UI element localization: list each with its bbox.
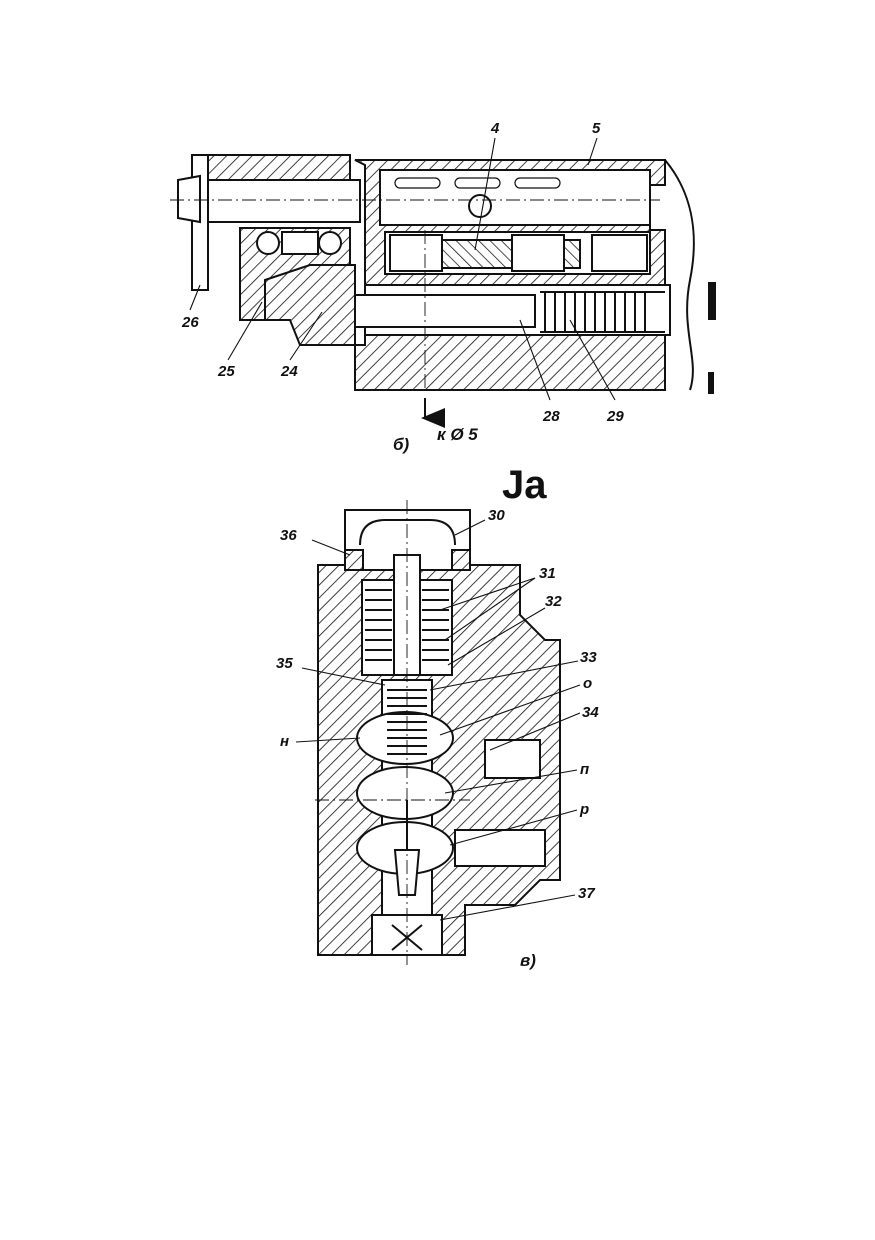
callout-24: 24 — [280, 363, 298, 380]
callout-29: 29 — [606, 408, 624, 425]
input-shaft — [199, 179, 361, 223]
callout-35: 35 — [276, 655, 293, 672]
callout-31: 31 — [539, 565, 556, 582]
bracket-24 — [264, 264, 356, 346]
valve-land-end — [591, 234, 648, 272]
callout-37: 37 — [578, 885, 595, 902]
valve-land-left — [389, 234, 443, 272]
side-port-r — [454, 829, 546, 867]
figure-v-caption: в) — [520, 951, 536, 970]
nut-26 — [177, 174, 201, 224]
ball-4 — [468, 194, 492, 218]
nut-36 — [344, 549, 364, 571]
callout-25: 25 — [217, 363, 235, 380]
bearing-ball-left — [256, 231, 280, 255]
figure-b-caption: б) — [393, 435, 410, 454]
side-port-34 — [484, 739, 541, 779]
chamber-p — [356, 766, 454, 820]
callout-34: 34 — [582, 704, 599, 721]
callout-p: п — [580, 761, 589, 778]
callout-36: 36 — [280, 527, 297, 544]
bearing-ball-right — [318, 231, 342, 255]
bearing-inner — [281, 231, 319, 255]
shaft-bore — [379, 169, 651, 226]
figure-b-section-view: 4 5 26 25 24 28 29 к Ø 5 б) — [170, 120, 695, 454]
callout-4: 4 — [490, 120, 500, 137]
outlet-label: к Ø 5 — [437, 425, 478, 444]
figure-b-leaders — [189, 137, 616, 401]
figure-v-leaders — [295, 519, 581, 921]
nut-36-right — [451, 549, 471, 571]
callout-28: 28 — [542, 408, 560, 425]
cap-dome — [359, 519, 456, 546]
callout-26: 26 — [181, 314, 199, 331]
callout-30: 30 — [488, 507, 505, 524]
valve-land-right — [511, 234, 565, 272]
gear-housing — [204, 154, 351, 181]
spring-29 — [540, 291, 665, 333]
plunger — [349, 294, 536, 328]
callout-5: 5 — [592, 120, 601, 137]
callout-o: о — [583, 675, 592, 692]
break-line — [664, 159, 695, 391]
spring-31 — [365, 589, 449, 661]
edge-fragments — [708, 282, 716, 394]
figure-v-section-view: 30 36 31 32 35 33 о н 34 п р 37 в) — [276, 500, 599, 970]
callout-n: н — [280, 733, 289, 750]
callout-32: 32 — [545, 593, 562, 610]
bore-slots — [394, 177, 561, 189]
callout-r: р — [579, 801, 589, 818]
fragment-text: Ja — [502, 463, 547, 507]
callout-33: 33 — [580, 649, 597, 666]
